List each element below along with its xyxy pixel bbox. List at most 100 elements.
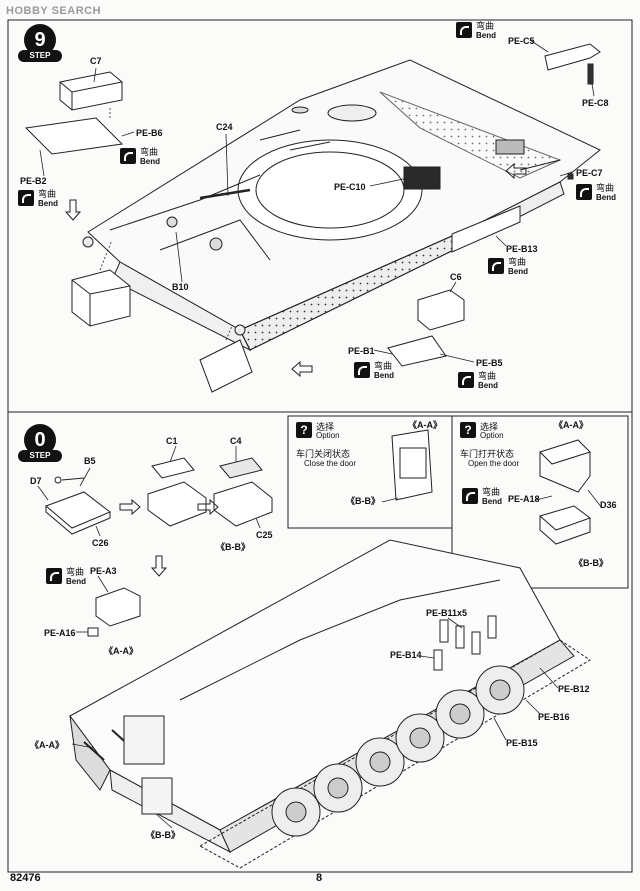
option-desc-en: Close the door [304, 459, 357, 468]
callout-pe-b2: PE-B2 [20, 176, 47, 186]
bend-note: 弯曲 Bend [576, 180, 634, 206]
bend-icon [458, 372, 474, 388]
callout-pe-b5: PE-B5 [476, 358, 503, 368]
callout-bb-1: 《B-B》 [216, 542, 250, 552]
step-badge-10: 0 STEP [18, 424, 62, 468]
bend-cn: 弯曲 [140, 148, 159, 158]
callout-aa-1: 《A-A》 [104, 646, 138, 656]
road-wheels [271, 665, 525, 837]
callout-b5: B5 [84, 456, 96, 466]
step-badge-9: 9 STEP [18, 24, 62, 68]
callout-pe-b15: PE-B15 [506, 738, 538, 748]
callout-pe-b12: PE-B12 [558, 684, 590, 694]
option-desc-cn: 车门关闭状态 [296, 450, 351, 460]
hobby-search-watermark: HOBBY SEARCH [6, 5, 102, 17]
bend-icon [120, 148, 136, 164]
catalog-code: 82476 [10, 872, 41, 884]
callout-c7: C7 [90, 56, 102, 66]
bend-en: Bend [478, 381, 498, 390]
step9-parts [24, 43, 601, 393]
bend-note: 弯曲 Bend [46, 564, 104, 590]
bend-icon [354, 362, 370, 378]
step-label: STEP [18, 50, 62, 62]
callout-c4: C4 [230, 436, 242, 446]
callout-pe-c7: PE-C7 [576, 168, 603, 178]
callout-aa-2: 《A-A》 [30, 740, 64, 750]
bend-en: Bend [508, 267, 528, 276]
question-icon: ? [296, 422, 312, 438]
bend-note: 弯曲 Bend [354, 358, 412, 384]
bend-en: Bend [482, 497, 502, 506]
option-open-box [451, 415, 629, 589]
option-title-en: Option [316, 431, 340, 440]
callout-bb-2: 《B-B》 [146, 830, 180, 840]
callout-c6: C6 [450, 272, 462, 282]
step10-parts [45, 429, 592, 637]
step9-flow-arrows [64, 162, 527, 378]
callout-pe-a3: PE-A3 [90, 566, 117, 576]
bend-en: Bend [476, 31, 496, 40]
callout-opt1-bb: 《B-B》 [346, 496, 380, 506]
callout-opt2-aa: 《A-A》 [554, 420, 588, 430]
step10-panel [7, 411, 633, 873]
step-label: STEP [18, 450, 62, 462]
bend-note: 弯曲 Bend [120, 144, 178, 170]
bend-en: Bend [140, 157, 160, 166]
option-close-heading: ? 选择 Option 车门关闭状态 Close the door [296, 420, 416, 472]
lower-hull-assembly [69, 539, 591, 869]
step10-flow-arrows [119, 498, 219, 577]
callout-pe-c10: PE-C10 [334, 182, 366, 192]
bend-icon [456, 22, 472, 38]
callout-opt1-aa: 《A-A》 [408, 420, 442, 430]
option-desc-cn: 车门打开状态 [460, 450, 515, 460]
callout-c25: C25 [256, 530, 273, 540]
callout-d36: D36 [600, 500, 617, 510]
bend-cn: 弯曲 [374, 362, 393, 372]
bend-note: 弯曲 Bend [458, 368, 516, 394]
callout-pe-b13: PE-B13 [506, 244, 538, 254]
bend-icon [488, 258, 504, 274]
callout-d7: D7 [30, 476, 42, 486]
callout-pe-c5: PE-C5 [508, 36, 535, 46]
callout-pe-b1: PE-B1 [348, 346, 375, 356]
option-title-en: Option [480, 431, 504, 440]
callout-c1: C1 [166, 436, 178, 446]
bend-icon [576, 184, 592, 200]
bend-cn: 弯曲 [508, 258, 527, 268]
callout-b10: B10 [172, 282, 189, 292]
option-desc-en: Open the door [468, 459, 520, 468]
bend-en: Bend [38, 199, 58, 208]
hull-brackets [433, 615, 497, 671]
bend-cn: 弯曲 [66, 568, 85, 578]
callout-pe-b6: PE-B6 [136, 128, 163, 138]
callout-c26: C26 [92, 538, 109, 548]
callout-pe-b14: PE-B14 [390, 650, 422, 660]
question-icon: ? [460, 422, 476, 438]
callout-pe-a18: PE-A18 [508, 494, 540, 504]
bend-note: 弯曲 Bend [462, 484, 520, 510]
step9-leaders [39, 39, 595, 363]
option-title-cn: 选择 [480, 423, 499, 433]
bend-en: Bend [66, 577, 86, 586]
bend-note: 弯曲 Bend [488, 254, 546, 280]
bend-cn: 弯曲 [596, 184, 615, 194]
bend-en: Bend [374, 371, 394, 380]
callout-opt2-bb: 《B-B》 [574, 558, 608, 568]
step10-leaders [37, 445, 603, 829]
bend-en: Bend [596, 193, 616, 202]
bend-cn: 弯曲 [478, 372, 497, 382]
bend-cn: 弯曲 [38, 190, 57, 200]
option-open-heading: ? 选择 Option 车门打开状态 Open the door [460, 420, 580, 472]
bend-cn: 弯曲 [476, 22, 495, 32]
bend-icon [462, 488, 478, 504]
callout-pe-a16: PE-A16 [44, 628, 76, 638]
bend-note: 弯曲 Bend [456, 18, 514, 44]
bend-cn: 弯曲 [482, 488, 501, 498]
hull-top-assembly [82, 59, 601, 352]
callout-pe-b16: PE-B16 [538, 712, 570, 722]
callout-pe-c8: PE-C8 [582, 98, 609, 108]
bend-note: 弯曲 Bend [18, 186, 76, 212]
bend-icon [18, 190, 34, 206]
